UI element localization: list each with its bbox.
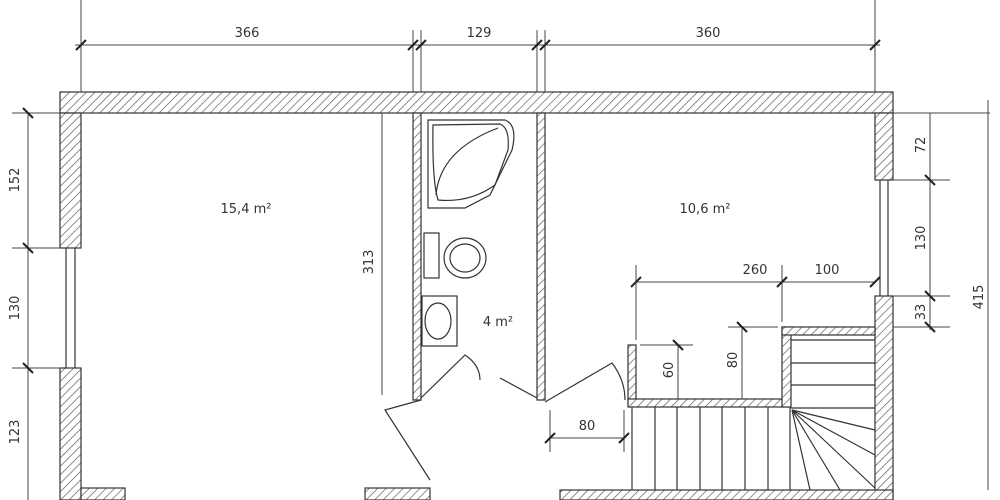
doors	[384, 354, 626, 481]
dim-left-lower: 123	[8, 420, 23, 445]
wall-top	[59, 91, 894, 114]
dim-top-left: 366	[235, 26, 260, 41]
dim-right-window: 130	[914, 226, 929, 251]
dim-door-width: 80	[579, 419, 596, 434]
wall-bottom-left	[80, 487, 126, 500]
dim-stair-wall-80: 80	[726, 352, 741, 369]
dimension-lines	[12, 0, 990, 500]
staircase-icon	[631, 339, 876, 491]
dim-living-depth: 313	[362, 250, 377, 275]
dim-top-middle: 129	[467, 26, 492, 41]
dim-right-upper: 72	[914, 137, 929, 154]
walls	[59, 91, 894, 500]
dim-stair-wall-60: 60	[662, 362, 677, 379]
dim-right-total: 415	[972, 285, 987, 310]
sink-icon	[421, 295, 458, 347]
room-area-living: 15,4 m²	[221, 202, 272, 217]
dim-stair-landing: 100	[815, 263, 840, 278]
wall-right-upper	[874, 112, 894, 181]
dim-top-right: 360	[696, 26, 721, 41]
stair-wall-bottom	[627, 398, 791, 408]
stair-wall-top	[781, 326, 876, 336]
dim-stair-width: 260	[743, 263, 768, 278]
wall-bottom-right	[559, 489, 894, 500]
partition-bath-right	[536, 112, 546, 401]
partition-bath-left	[412, 112, 422, 401]
wall-bottom-mid	[364, 487, 431, 500]
dim-left-upper: 152	[8, 168, 23, 193]
room-area-bathroom: 4 m²	[483, 315, 513, 330]
windows	[65, 180, 889, 368]
stair-wall-left	[627, 344, 637, 406]
toilet-icon	[423, 232, 487, 279]
bathtub-icon	[427, 119, 515, 209]
stair-wall-mid	[781, 326, 792, 408]
wall-left-lower	[59, 367, 82, 500]
room-area-right: 10,6 m²	[680, 202, 731, 217]
wall-right-lower	[874, 295, 894, 500]
dim-right-lower: 33	[914, 304, 929, 321]
dim-left-window: 130	[8, 296, 23, 321]
wall-left-upper	[59, 112, 82, 249]
